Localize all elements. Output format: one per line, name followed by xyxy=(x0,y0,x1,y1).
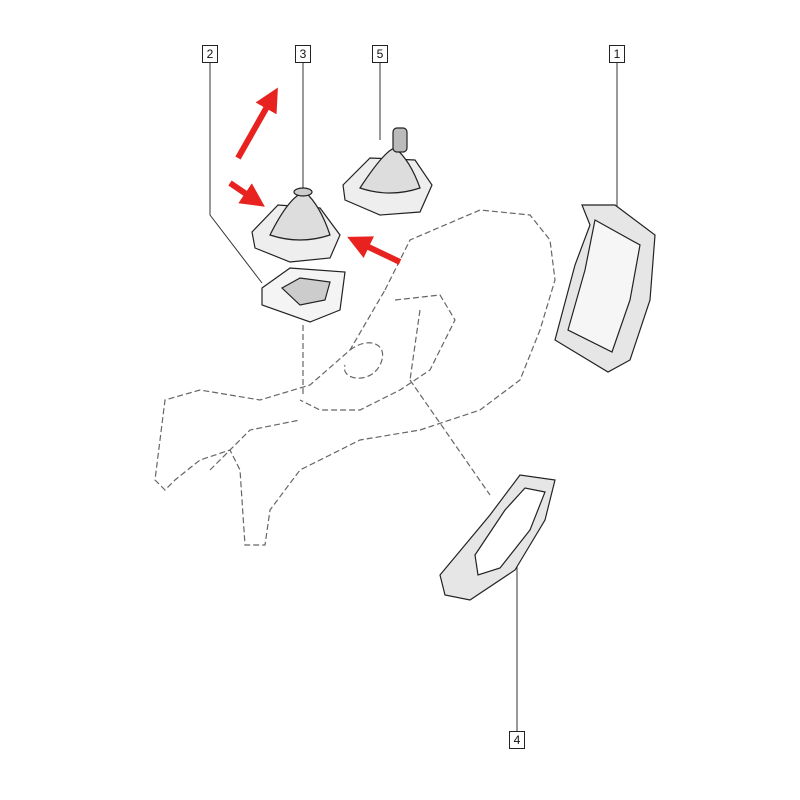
part-4-trim-strip xyxy=(439,474,556,601)
red-arrow-right xyxy=(228,180,265,207)
part-5-boot-knob xyxy=(342,127,433,216)
part-2-surround xyxy=(261,267,346,323)
red-arrow-up-right xyxy=(235,87,278,160)
part-3-boot xyxy=(251,187,341,263)
part-1-side-panel xyxy=(554,204,656,373)
callout-3: 3 xyxy=(295,45,311,63)
red-arrow-left xyxy=(347,236,402,265)
leader-line-2 xyxy=(209,63,263,284)
callout-5: 5 xyxy=(372,45,388,63)
center-console-outline xyxy=(154,209,556,546)
callout-2: 2 xyxy=(202,45,218,63)
callout-1: 1 xyxy=(609,45,625,63)
callout-4: 4 xyxy=(509,731,525,749)
